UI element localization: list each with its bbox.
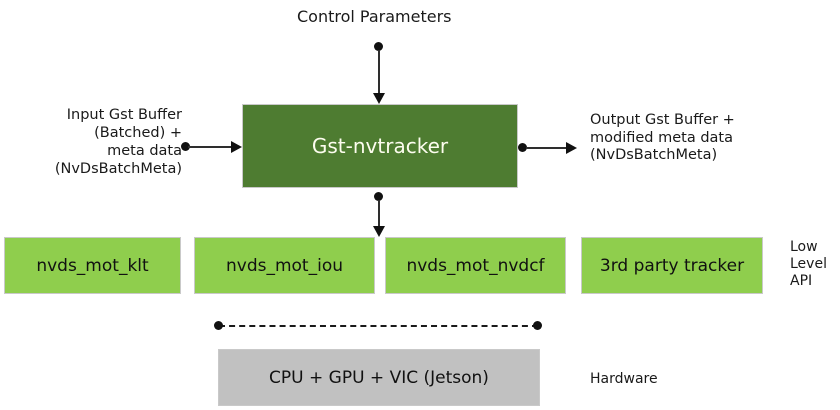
lowlevel-box-nvds-mot-klt: nvds_mot_klt — [4, 237, 181, 294]
lowlevel-connector-dot — [374, 192, 383, 201]
low-level-api-label-line1: Low — [790, 239, 818, 255]
control-connector-line — [378, 50, 380, 93]
input-buffer-label-line3: meta data — [107, 143, 182, 159]
output-buffer-label-line2: modified meta data — [590, 129, 733, 146]
control-connector-dot — [374, 42, 383, 51]
gst-nvtracker-box: Gst-nvtracker — [242, 104, 518, 188]
hardware-span-dashed-line — [219, 325, 538, 327]
lowlevel-box-nvds-mot-nvdcf: nvds_mot_nvdcf — [385, 237, 566, 294]
control-parameters-label: Control Parameters — [297, 7, 452, 26]
control-connector-arrow-down-icon — [373, 93, 385, 104]
output-connector-dot — [518, 143, 527, 152]
lowlevel-connector-arrow-down-icon — [373, 226, 385, 237]
lowlevel-connector-line — [378, 200, 380, 227]
hardware-span-right-dot — [533, 321, 542, 330]
input-connector-dot — [181, 142, 190, 151]
hardware-span-left-dot — [214, 321, 223, 330]
output-connector-line — [526, 147, 566, 149]
output-buffer-label-line1: Output Gst Buffer + — [590, 112, 735, 128]
output-connector-arrow-right-icon — [566, 142, 577, 154]
input-buffer-label-line2: (Batched) + — [94, 125, 182, 141]
input-buffer-label-line4: (NvDsBatchMeta) — [54, 161, 182, 177]
lowlevel-box-nvds-mot-nvdcf-label: nvds_mot_nvdcf — [406, 255, 545, 276]
gst-nvtracker-box-label: Gst-nvtracker — [311, 134, 449, 158]
lowlevel-box-nvds-mot-klt-label: nvds_mot_klt — [36, 255, 149, 276]
lowlevel-box-3rd-party-tracker: 3rd party tracker — [581, 237, 763, 294]
input-connector-line — [188, 146, 232, 148]
low-level-api-label: Low Level API — [790, 239, 827, 290]
output-buffer-label-line3: (NvDsBatchMeta) — [590, 147, 718, 163]
input-buffer-label: Input Gst Buffer (Batched) + meta data (… — [30, 106, 182, 178]
lowlevel-box-nvds-mot-iou-label: nvds_mot_iou — [225, 255, 343, 276]
hardware-label: Hardware — [590, 371, 658, 387]
input-connector-arrow-right-icon — [231, 141, 242, 153]
hardware-box-label: CPU + GPU + VIC (Jetson) — [269, 367, 489, 388]
low-level-api-label-line2: Level — [790, 256, 827, 272]
lowlevel-box-nvds-mot-iou: nvds_mot_iou — [194, 237, 375, 294]
output-buffer-label: Output Gst Buffer + modified meta data (… — [590, 112, 735, 165]
lowlevel-box-3rd-party-tracker-label: 3rd party tracker — [599, 255, 745, 276]
low-level-api-label-line3: API — [790, 273, 813, 289]
input-buffer-label-line1: Input Gst Buffer — [66, 107, 182, 123]
hardware-box: CPU + GPU + VIC (Jetson) — [218, 349, 540, 406]
